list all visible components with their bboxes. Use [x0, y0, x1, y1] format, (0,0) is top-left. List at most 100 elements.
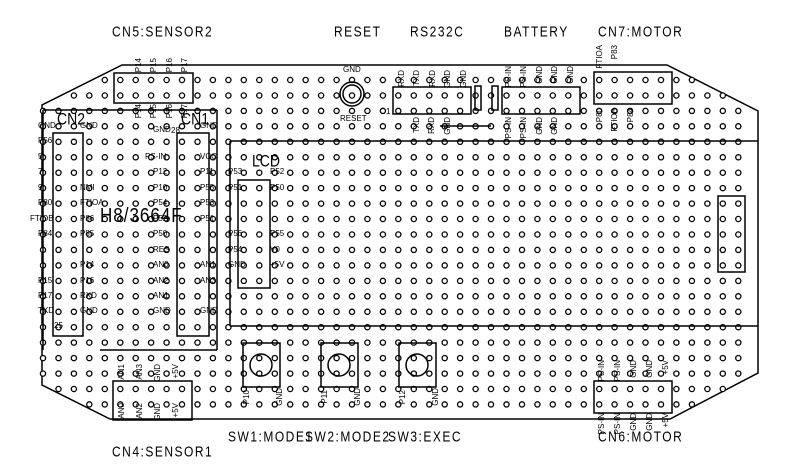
hole: [132, 76, 139, 84]
hole: [595, 154, 603, 161]
hole: [379, 246, 387, 254]
hole: [194, 154, 201, 161]
hole: [364, 184, 371, 192]
hole: [147, 339, 155, 346]
hole: [534, 123, 541, 130]
hole: [271, 154, 279, 161]
hole: [379, 308, 387, 316]
hole: [456, 277, 464, 285]
hole: [163, 92, 170, 99]
hole: [101, 277, 109, 285]
hole: [626, 231, 634, 238]
lcd-pin-label: V0: [270, 244, 280, 254]
hole: [595, 262, 603, 269]
hole: [456, 92, 464, 99]
hole: [534, 231, 541, 238]
hole: [487, 385, 495, 393]
cn6-pin-label: +5V: [661, 413, 670, 428]
hole: [565, 354, 572, 362]
hole: [456, 401, 464, 408]
hole: [410, 215, 418, 223]
hole: [595, 401, 603, 408]
hole: [163, 169, 170, 176]
cn4-pin-label: +5V: [171, 364, 180, 379]
hole: [626, 370, 634, 377]
hole: [302, 169, 309, 176]
hole: [503, 246, 510, 254]
hole: [70, 231, 78, 238]
sw2-button[interactable]: [320, 342, 359, 388]
hole: [86, 184, 93, 192]
hole: [163, 339, 170, 346]
hole: [657, 262, 665, 269]
hole: [286, 370, 294, 377]
hole: [410, 169, 418, 176]
hole: [565, 246, 572, 254]
hole: [86, 123, 93, 130]
cn1-pin-label: P10: [153, 182, 168, 192]
hole: [549, 354, 557, 362]
hole: [549, 107, 557, 115]
cn6-pin-label: +5V: [661, 360, 670, 375]
hole: [518, 370, 526, 377]
hole: [735, 277, 742, 285]
hole: [626, 200, 634, 207]
hole: [456, 370, 464, 377]
hole: [735, 184, 742, 192]
hole: [256, 92, 263, 99]
hole: [565, 370, 572, 377]
hole: [317, 231, 325, 238]
hole: [518, 92, 526, 99]
rs232c-pin-label: TXD: [412, 117, 421, 133]
cn4-pin-label: GND: [153, 403, 162, 421]
hole: [503, 262, 510, 269]
hole: [456, 169, 464, 176]
hole: [395, 92, 402, 99]
hole: [503, 308, 510, 316]
hole: [456, 154, 464, 161]
hole: [271, 277, 279, 285]
cn6-pin-label: PS-IN: [597, 413, 606, 435]
hole: [317, 123, 325, 130]
sw3-button[interactable]: [398, 342, 437, 388]
hole: [657, 107, 665, 115]
hole: [86, 323, 93, 331]
hole: [426, 138, 433, 146]
hole: [55, 215, 62, 223]
hole: [704, 262, 711, 269]
pin-1-label: 1: [386, 107, 391, 116]
hole: [719, 262, 727, 269]
hole: [225, 107, 232, 115]
hole: [456, 385, 464, 393]
hole: [472, 385, 479, 393]
cn2-pin-label: FTIOB: [30, 213, 54, 223]
hole: [688, 401, 696, 408]
cn6-pin-label: GND: [645, 360, 654, 378]
hole: [426, 354, 433, 362]
hole: [348, 200, 356, 207]
hole: [611, 246, 618, 254]
hole: [364, 154, 371, 161]
hole: [379, 293, 387, 300]
sw1-button[interactable]: [242, 342, 281, 388]
hole: [379, 107, 387, 115]
cn5-pin-label: P16: [164, 104, 174, 119]
hole: [688, 169, 696, 176]
hole: [132, 200, 139, 207]
hole: [86, 370, 93, 377]
hole: [595, 107, 603, 115]
hole: [240, 262, 248, 269]
hole: [426, 107, 433, 115]
hole: [348, 370, 356, 377]
cn2-pin-label: GND: [80, 121, 98, 130]
hole: [595, 308, 603, 316]
hole: [209, 169, 217, 176]
hole: [271, 308, 279, 316]
hole: [302, 107, 309, 115]
hole: [657, 339, 665, 346]
hole: [580, 339, 588, 346]
hole: [688, 76, 696, 84]
switch-pin-label: P12: [398, 390, 407, 405]
hole: [487, 215, 495, 223]
hole: [565, 339, 572, 346]
